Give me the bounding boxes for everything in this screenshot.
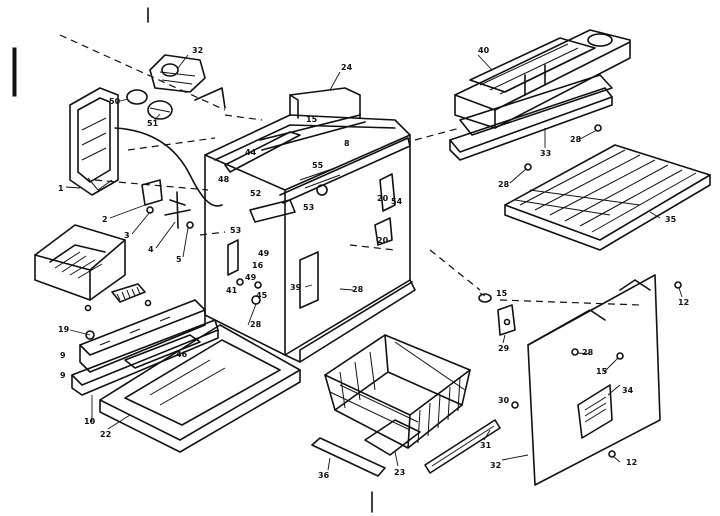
callout-2: 2 — [102, 215, 108, 224]
callout-39: 39 — [290, 283, 302, 292]
callout-49: 49 — [245, 273, 257, 282]
callout-53: 53 — [230, 226, 241, 235]
callout-28: 28 — [352, 285, 364, 294]
access-panel — [527, 274, 661, 486]
callout-23: 23 — [394, 468, 405, 477]
callout-48: 48 — [218, 175, 230, 184]
callout-15: 15 — [596, 367, 608, 376]
callout-24: 24 — [341, 63, 353, 72]
callout-19: 19 — [58, 325, 70, 334]
callout-labels: 32 50 51 1 2 3 4 5 24 15 8 44 55 48 52 5… — [58, 46, 689, 480]
glide-strip-left — [311, 437, 386, 477]
capillary-tube — [114, 127, 223, 207]
callout-51: 51 — [147, 119, 159, 128]
crisper-pan — [34, 224, 126, 301]
wire-shelf — [504, 144, 711, 251]
grille — [84, 283, 152, 312]
callout-9: 9 — [60, 351, 66, 360]
callout-20: 20 — [377, 236, 389, 245]
callout-20: 20 — [377, 194, 389, 203]
callout-41: 41 — [226, 286, 238, 295]
assembly-guide-lines — [59, 34, 641, 306]
callout-28: 28 — [582, 348, 594, 357]
callout-3: 3 — [124, 231, 130, 240]
callout-35: 35 — [665, 215, 677, 224]
callout-9: 9 — [60, 371, 66, 380]
callout-54: 54 — [391, 197, 403, 206]
callout-49: 49 — [258, 249, 270, 258]
callout-32: 32 — [192, 46, 203, 55]
callout-36: 36 — [318, 471, 330, 480]
wire-basket — [324, 334, 471, 456]
callout-12: 12 — [626, 458, 637, 467]
floor-tray — [99, 324, 301, 453]
leader-lines — [65, 54, 683, 471]
callout-40: 40 — [478, 46, 490, 55]
callout-32: 32 — [490, 461, 501, 470]
callout-28: 28 — [250, 320, 262, 329]
callout-46: 46 — [176, 350, 188, 359]
glide-rail — [71, 299, 219, 396]
cabinet-liner — [204, 87, 416, 363]
control-housing — [126, 54, 226, 120]
ice-maker-module — [449, 29, 631, 161]
callout-33: 33 — [540, 149, 551, 158]
callout-8: 8 — [344, 139, 350, 148]
callout-55: 55 — [312, 161, 324, 170]
callout-50: 50 — [109, 97, 121, 106]
callout-4: 4 — [148, 245, 154, 254]
callout-1: 1 — [58, 184, 64, 193]
callout-44: 44 — [245, 148, 257, 157]
callout-15: 15 — [496, 289, 508, 298]
callout-28: 28 — [498, 180, 510, 189]
callout-5: 5 — [176, 255, 182, 264]
callout-22: 22 — [100, 430, 111, 439]
callout-34: 34 — [622, 386, 634, 395]
callout-10: 10 — [84, 417, 96, 426]
callout-52: 52 — [250, 189, 261, 198]
hardware-right — [478, 124, 682, 458]
callout-45: 45 — [256, 291, 268, 300]
callout-15: 15 — [306, 115, 318, 124]
callout-29: 29 — [498, 344, 510, 353]
callout-53: 53 — [303, 203, 314, 212]
evaporator-cover — [69, 87, 119, 196]
glide-strip-right — [424, 419, 501, 474]
callout-31: 31 — [480, 441, 492, 450]
callout-12: 12 — [678, 298, 689, 307]
callout-16: 16 — [252, 261, 264, 270]
bracket-parts — [141, 179, 194, 229]
callout-28: 28 — [570, 135, 582, 144]
callout-30: 30 — [498, 396, 510, 405]
registration-marks — [12, 7, 373, 513]
